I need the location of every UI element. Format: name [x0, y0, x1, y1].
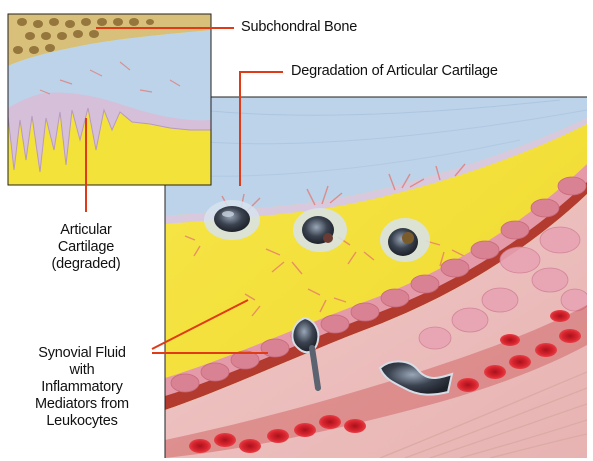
label-articular-cartilage: Articular Cartilage (degraded): [26, 222, 146, 273]
label-articular-cartilage-line: Cartilage: [26, 239, 146, 256]
main-panel: [165, 97, 589, 458]
label-synovial-fluid-line: Synovial Fluid: [12, 345, 152, 362]
label-synovial-fluid-line: Inflammatory: [12, 379, 152, 396]
label-synovial-fluid-line: Mediators from: [12, 396, 152, 413]
label-articular-cartilage-line: (degraded): [26, 256, 146, 273]
label-synovial-fluid-line: Leukocytes: [12, 413, 152, 430]
label-degradation-articular-cartilage: Degradation of Articular Cartilage: [291, 63, 498, 80]
label-subchondral-bone: Subchondral Bone: [241, 19, 357, 36]
inset-panel: [8, 14, 211, 185]
label-synovial-fluid-line: with: [12, 362, 152, 379]
label-synovial-fluid: Synovial Fluid with Inflammatory Mediato…: [12, 345, 152, 430]
label-articular-cartilage-line: Articular: [26, 222, 146, 239]
